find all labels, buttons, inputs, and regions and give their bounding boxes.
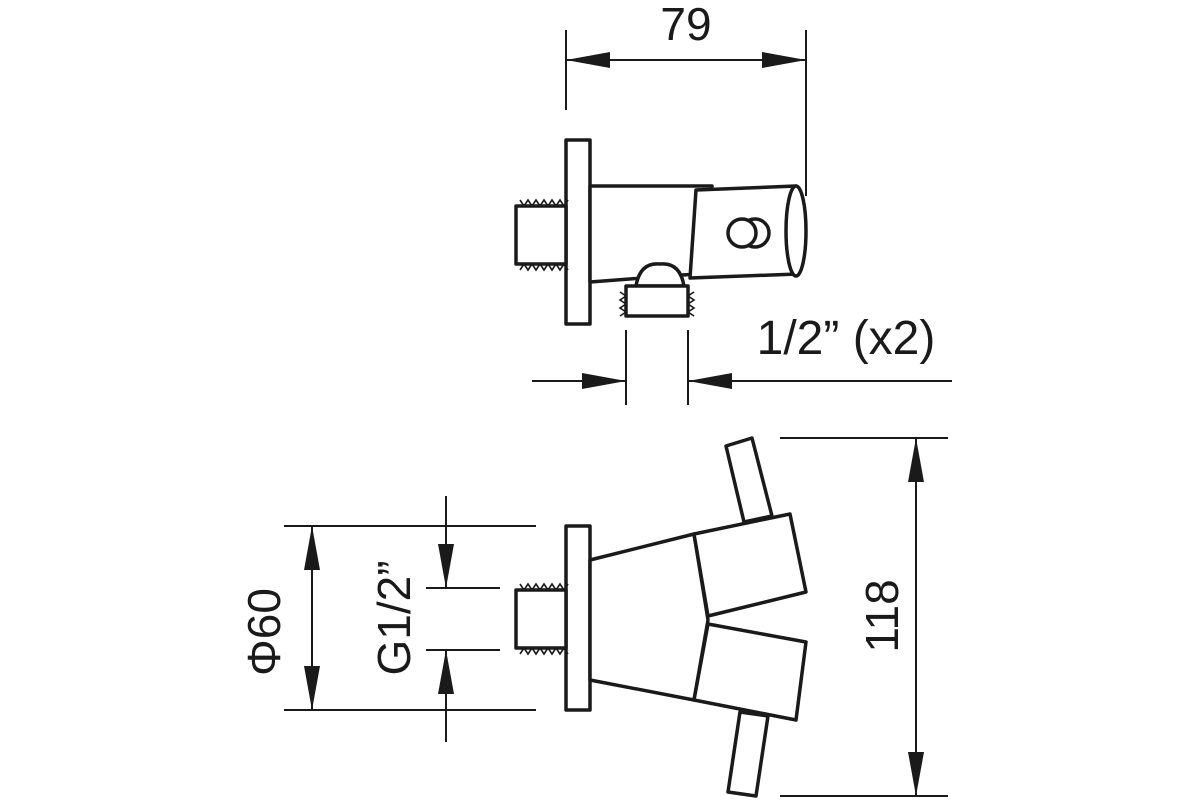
outlet-thread <box>618 262 696 318</box>
inlet-thread <box>514 198 569 272</box>
dimension-g-half: G1/2” <box>368 496 500 742</box>
label-60: Φ60 <box>238 588 290 676</box>
dimension-60: Φ60 <box>238 525 536 711</box>
label-g-half: G1/2” <box>368 560 420 675</box>
label-79: 79 <box>660 0 711 50</box>
valve-body-front <box>588 532 710 702</box>
upper-lever <box>724 436 774 524</box>
flange-plate <box>564 138 592 326</box>
upper-handle <box>692 512 808 618</box>
inlet-thread-front <box>514 582 569 656</box>
label-half-inch: 1/2” (x2) <box>757 312 936 365</box>
dimension-79: 79 <box>565 0 807 196</box>
front-view: Φ60 G1/2” 118 <box>238 436 948 798</box>
flange-plate-front <box>564 524 592 712</box>
dimension-118: 118 <box>780 437 948 797</box>
lower-lever <box>726 710 770 798</box>
dimension-half-inch: 1/2” (x2) <box>532 312 952 405</box>
label-118: 118 <box>856 579 908 652</box>
handle-cylinder <box>688 184 808 280</box>
lower-handle <box>692 622 808 722</box>
side-view: 79 1/2” (x2) <box>514 0 952 405</box>
